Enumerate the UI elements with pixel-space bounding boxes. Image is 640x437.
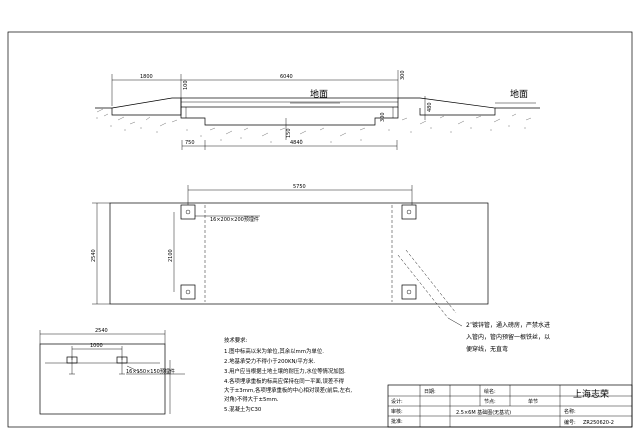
detail-plate-right: [116, 356, 128, 375]
tb-design-label: 设计:: [391, 398, 403, 405]
tb-check-label: 审核:: [391, 408, 403, 415]
detail-plate-left: [66, 356, 78, 375]
embedded-plate-tl: [180, 204, 196, 220]
notes-title: 技术要求:: [224, 336, 248, 344]
tb-number-label: 编号:: [564, 419, 576, 426]
detail-dim-width: 2540: [95, 328, 108, 334]
tb-approve-label: 批准:: [391, 418, 403, 425]
title-block: 日期: 绘名: 设计: 节点: 单节 审核: 2.5×6M 基础图(无基坑) 批…: [387, 384, 633, 428]
note-2: 2.地基承受力不得小于200KN/平方米.: [224, 357, 316, 365]
note-1: 1.图中标高以米为单位,其余以mm为单位.: [224, 347, 324, 355]
technical-notes: 技术要求: 1.图中标高以米为单位,其余以mm为单位. 2.地基承受力不得小于2…: [224, 336, 352, 413]
conduit-note-line-1: 2″镀锌管，通入磅房，严禁水进: [466, 321, 550, 329]
dim-top-height: 100: [183, 80, 189, 90]
note-5: 大于±3mm,各项埋承重板的中心相对误差(前后,左右,: [224, 386, 352, 394]
dim-bottom: 4840: [290, 140, 303, 146]
plan-plate-label: 16×200×200预埋件: [210, 216, 259, 223]
plan-dim-top: 5750: [293, 184, 306, 190]
tb-name-label: 名称:: [564, 408, 576, 415]
conduit-note-line-2: 入管内，管内预留一根铁丝，以: [466, 333, 550, 341]
dim-center-height: 150: [286, 128, 292, 138]
note-3: 3.用户应当根据土地土壤的耐压力,水位等情况加固.: [224, 367, 346, 375]
tb-number-value: ZR250620-2: [583, 420, 614, 426]
conduit-note: 2″镀锌管，通入磅房，严禁水进 入管内，管内预留一根铁丝，以 便穿线，无直弯: [466, 321, 550, 353]
ground-label-left: 地面: [310, 88, 328, 100]
tb-date-label: 日期:: [424, 389, 436, 395]
embedded-plate-bl: [180, 284, 196, 300]
note-6: 对角)不得大于±5mm.: [224, 395, 279, 403]
soil-hatching: [96, 108, 532, 143]
tb-drawn-label: 绘名:: [484, 388, 496, 395]
detail-dim-inner: 1000: [90, 343, 103, 349]
plan-dim-left: 2540: [91, 249, 97, 262]
dim-right-depth: 480: [427, 102, 433, 112]
tb-drawing-title: 2.5×6M 基础图(无基坑): [456, 409, 511, 416]
drawing-border: [7, 31, 633, 428]
note-7: 5.混凝土为C30: [224, 405, 262, 413]
dim-bottom-left: 750: [185, 140, 195, 146]
embedded-plate-tr: [401, 204, 417, 220]
tb-unit-label: 单节: [528, 398, 538, 405]
embedded-plate-br: [401, 284, 417, 300]
ground-label-right: 地面: [510, 88, 528, 100]
dim-top: 6040: [280, 74, 293, 80]
dim-right-height: 300: [400, 70, 406, 80]
conduit-note-line-3: 便穿线，无直弯: [466, 345, 508, 353]
detail-plate-label: 16×150×150预埋件: [126, 368, 175, 375]
note-4: 4.各项埋承重板的标高应保持在同一平面,误差不得: [224, 377, 345, 385]
detail-view: 2540 1000 16×150×150预埋件: [39, 328, 185, 415]
plan-view: 5750 16×200×200预埋件 2540: [91, 184, 489, 327]
tb-node-label: 节点:: [484, 399, 496, 405]
plan-dim-inner: 2100: [168, 249, 174, 262]
dim-left: 1800: [140, 74, 153, 80]
tb-company: 上海志荣: [573, 388, 609, 400]
side-view: 1800 6040 100 300 地面 地面 480 300 150: [95, 70, 540, 150]
dim-pit-right: 300: [380, 112, 386, 122]
